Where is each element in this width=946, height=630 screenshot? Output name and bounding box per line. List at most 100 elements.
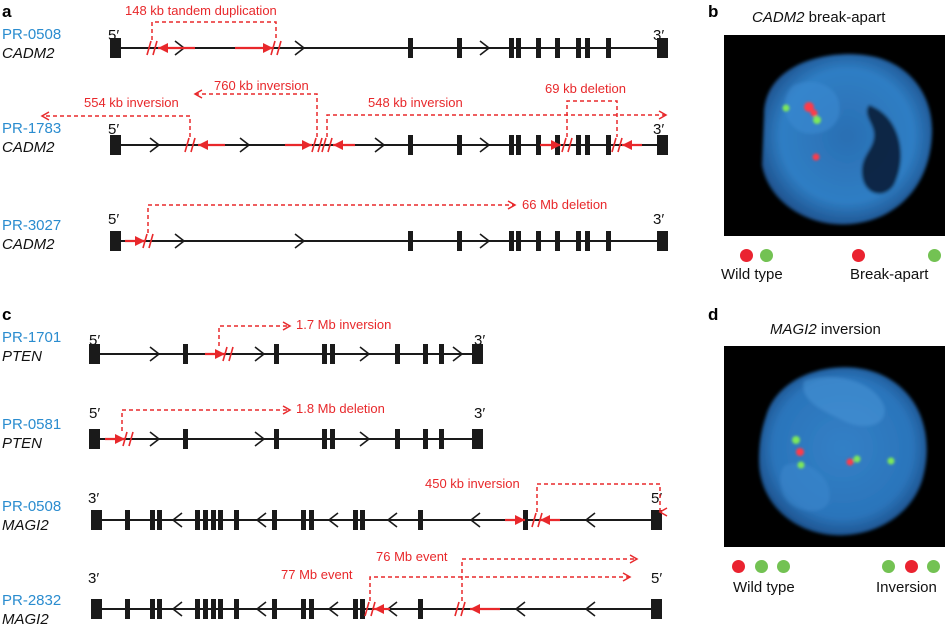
- legend-label-break-apart: Break-apart: [850, 267, 928, 282]
- track-c4-exon-3: [195, 599, 200, 619]
- probe-green-d3: [854, 456, 861, 463]
- track-a3-exon-8: [606, 231, 611, 251]
- track-a1-exon-5: [555, 38, 560, 58]
- track-c2-exon-5: [423, 429, 428, 449]
- track-a2-end-block: [657, 135, 668, 155]
- track-a1-exon-1: [457, 38, 462, 58]
- track-a3-end-block: [657, 231, 668, 251]
- legend-dot-red-b2: [852, 249, 865, 262]
- arrow-a2-3-head: [333, 140, 343, 150]
- panel-d-title-gene: MAGI2: [770, 321, 817, 338]
- panel-b-title: CADM2 break-apart: [752, 10, 885, 25]
- probe-red-d2: [847, 459, 854, 466]
- track-c2-exon-2: [322, 429, 327, 449]
- track-c3-exon-9: [301, 510, 306, 530]
- inv-c3-line: [537, 484, 660, 512]
- fish-image-break-apart-drawing: [724, 35, 945, 236]
- track-c3-exon-8: [272, 510, 277, 530]
- legend-dot-green-b2: [928, 249, 941, 262]
- track-c3-exon-2: [157, 510, 162, 530]
- track-a1-exon-6: [576, 38, 581, 58]
- track-c4-exon-8: [272, 599, 277, 619]
- panel-d-title-rest: inversion: [817, 321, 881, 338]
- track-a3-start-block: [110, 231, 121, 251]
- track-a3-exon-0: [408, 231, 413, 251]
- dup-a1-line: [152, 22, 276, 40]
- legend-dot-green-d3: [882, 560, 895, 573]
- arrow-a2-1-head: [198, 140, 208, 150]
- del-c2-line: [122, 410, 290, 431]
- arrow-a1-1-head: [158, 43, 168, 53]
- arrow-c4-1-head: [374, 604, 384, 614]
- track-c3-exon-11: [353, 510, 358, 530]
- fish-image-inversion: [724, 346, 945, 547]
- track-a2-exon-2: [509, 135, 514, 155]
- track-c3-exon-12: [360, 510, 365, 530]
- fish-image-break-apart: [724, 35, 945, 236]
- inv-c1-line: [219, 326, 290, 346]
- track-c2-exon-0: [183, 429, 188, 449]
- arrow-c4-2-head: [470, 604, 480, 614]
- arrow-a2-5-head: [622, 140, 632, 150]
- legend-label-wild-type-b: Wild type: [721, 267, 783, 282]
- nucleus-body-b: [762, 54, 932, 224]
- inv-a2-1-line: [42, 116, 190, 137]
- track-c4-start-block: [91, 599, 102, 619]
- track-c4-exon-5: [211, 599, 216, 619]
- probe-red-b3: [813, 154, 820, 161]
- track-c4-exon-2: [157, 599, 162, 619]
- del-a3-head: [508, 201, 515, 209]
- track-c4-end-block: [651, 599, 662, 619]
- track-c3-exon-4: [203, 510, 208, 530]
- track-c2-start-block: [89, 429, 100, 449]
- track-c4-exon-0: [125, 599, 130, 619]
- track-a2-exon-1: [457, 135, 462, 155]
- track-c3-exon-7: [234, 510, 239, 530]
- track-a1-exon-2: [509, 38, 514, 58]
- inv-a2-3-line: [327, 115, 666, 137]
- track-a3-exon-7: [585, 231, 590, 251]
- track-c3-exon-3: [195, 510, 200, 530]
- track-c1-exon-1: [274, 344, 279, 364]
- del-a3-line: [148, 205, 515, 233]
- track-c2-exon-4: [395, 429, 400, 449]
- gene-tracks-diagram: [0, 0, 700, 630]
- track-c3-exon-10: [309, 510, 314, 530]
- track-a3-exon-1: [457, 231, 462, 251]
- track-c4-exon-12: [360, 599, 365, 619]
- track-a1-end-block: [657, 38, 668, 58]
- track-c4-exon-4: [203, 599, 208, 619]
- track-c3-start-block: [91, 510, 102, 530]
- track-c2-end-block: [472, 429, 483, 449]
- probe-green-d4: [888, 458, 895, 465]
- track-c1-exon-2: [322, 344, 327, 364]
- track-c1-exon-5: [423, 344, 428, 364]
- probe-green-d2: [798, 462, 805, 469]
- track-c3-exon-6: [218, 510, 223, 530]
- track-c4-exon-7: [234, 599, 239, 619]
- track-a2-exon-3: [516, 135, 521, 155]
- track-c1-start-block: [89, 344, 100, 364]
- track-c2-exon-6: [439, 429, 444, 449]
- fish-image-inversion-drawing: [724, 346, 945, 547]
- evt-c4-1-line: [462, 559, 637, 601]
- panel-d-letter: d: [708, 306, 718, 323]
- track-c4-exon-13: [418, 599, 423, 619]
- track-c1-exon-4: [395, 344, 400, 364]
- track-a3-exon-4: [536, 231, 541, 251]
- track-a2-exon-8: [606, 135, 611, 155]
- arrow-a2-2-head: [302, 140, 312, 150]
- track-c2-exon-1: [274, 429, 279, 449]
- legend-dot-red-b1: [740, 249, 753, 262]
- legend-dot-green-d2: [777, 560, 790, 573]
- track-a1-exon-3: [516, 38, 521, 58]
- track-c3-exon-0: [125, 510, 130, 530]
- probe-green-d1: [792, 436, 800, 444]
- probe-green-b2: [813, 116, 821, 124]
- evt-c4-2-line: [370, 577, 630, 601]
- track-a3-exon-6: [576, 231, 581, 251]
- probe-green-b1: [783, 105, 790, 112]
- legend-dot-red-d2: [905, 560, 918, 573]
- track-a2-start-block: [110, 135, 121, 155]
- legend-dot-green-b1: [760, 249, 773, 262]
